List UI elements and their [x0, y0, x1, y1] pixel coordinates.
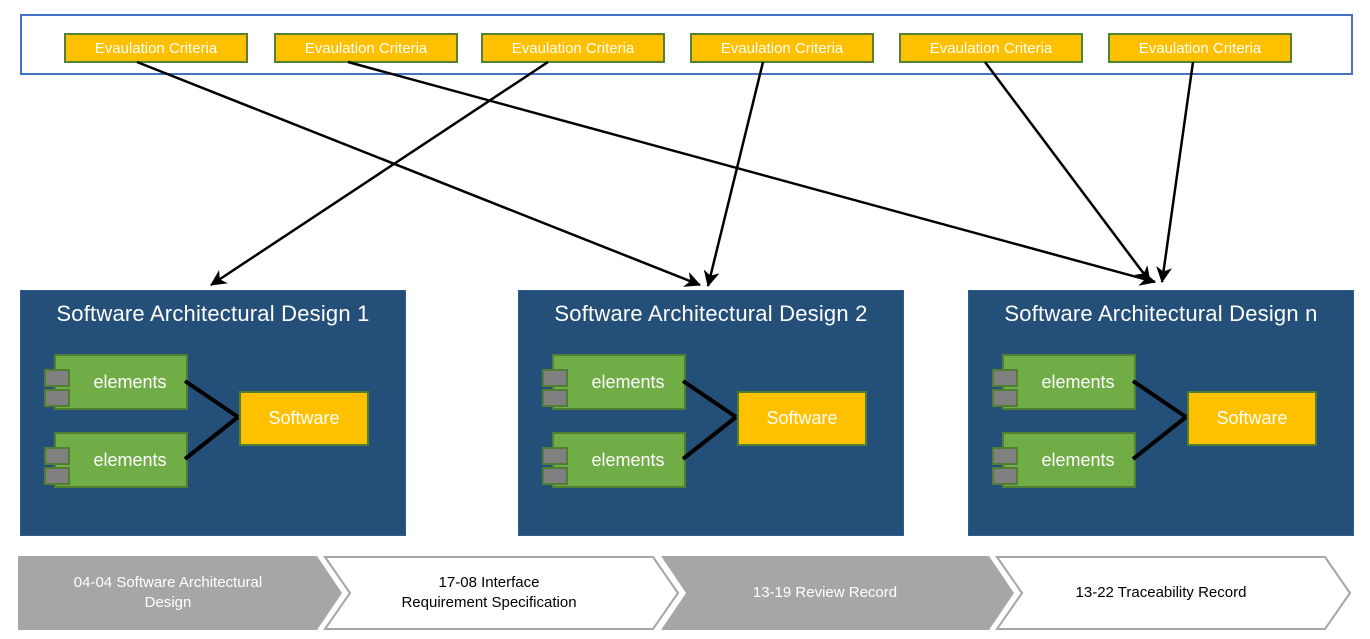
criteria-arrow: [703, 61, 765, 287]
process-step-label-3: 13-19 Review Record: [752, 583, 898, 601]
element-node: elements: [542, 354, 686, 410]
element-label: elements: [93, 449, 167, 470]
port-icon: [542, 369, 568, 387]
process-step-label-1: 04-04 Software Architectural Design: [73, 573, 263, 611]
design-title: Software Architectural Design 2: [554, 301, 868, 326]
chevron-shape-white: [995, 556, 1352, 630]
process-chevron-bar: [18, 556, 1352, 630]
element-label: elements: [93, 371, 167, 392]
element-node: elements: [992, 432, 1136, 488]
port-icon: [992, 467, 1018, 485]
design-box-2: Software Architectural Design 2 elements…: [518, 290, 904, 536]
element-node: elements: [44, 354, 188, 410]
evaluation-criteria-box-2: Evaulation Criteria: [274, 33, 458, 63]
design-title: Software Architectural Design n: [1004, 301, 1318, 326]
design-title: Software Architectural Design 1: [56, 301, 370, 326]
software-label: Software: [1216, 408, 1288, 428]
port-icon: [992, 447, 1018, 465]
process-step-label-2: 17-08 Interface Requirement Specificatio…: [401, 573, 577, 611]
port-icon: [542, 447, 568, 465]
element-node: elements: [542, 432, 686, 488]
port-icon: [992, 369, 1018, 387]
chevron-shape-gray: [18, 556, 342, 630]
software-label: Software: [766, 408, 838, 428]
evaluation-criteria-box-4: Evaulation Criteria: [690, 33, 874, 63]
software-label: Software: [268, 408, 340, 428]
port-icon: [44, 369, 70, 387]
criteria-arrow: [984, 61, 1151, 283]
evaluation-criteria-box-1: Evaulation Criteria: [64, 33, 248, 63]
criteria-to-design-arrows: [136, 60, 1195, 287]
element-node: elements: [44, 432, 188, 488]
criteria-arrow: [210, 60, 549, 287]
criteria-arrow: [136, 60, 701, 287]
criteria-arrow: [1156, 61, 1195, 283]
process-step-label-4: 13-22 Traceability Record: [1075, 583, 1247, 601]
design-box-n: Software Architectural Design n elements…: [968, 290, 1354, 536]
element-node: elements: [992, 354, 1136, 410]
software-node: Software: [239, 391, 369, 446]
design-box-1: Software Architectural Design 1 elements…: [20, 290, 406, 536]
element-label: elements: [591, 371, 665, 392]
port-icon: [44, 389, 70, 407]
chevron-shape-white: [323, 556, 680, 630]
element-label: elements: [591, 449, 665, 470]
evaluation-criteria-box-5: Evaulation Criteria: [899, 33, 1083, 63]
software-node: Software: [1187, 391, 1317, 446]
element-label: elements: [1041, 371, 1115, 392]
port-icon: [44, 447, 70, 465]
port-icon: [542, 389, 568, 407]
port-icon: [542, 467, 568, 485]
chevron-shape-gray: [661, 556, 1014, 630]
element-label: elements: [1041, 449, 1115, 470]
evaluation-criteria-container: Evaulation Criteria Evaulation Criteria …: [20, 14, 1353, 75]
port-icon: [992, 389, 1018, 407]
software-node: Software: [737, 391, 867, 446]
evaluation-criteria-box-6: Evaulation Criteria: [1108, 33, 1292, 63]
criteria-arrow: [347, 60, 1156, 286]
evaluation-criteria-box-3: Evaulation Criteria: [481, 33, 665, 63]
port-icon: [44, 467, 70, 485]
